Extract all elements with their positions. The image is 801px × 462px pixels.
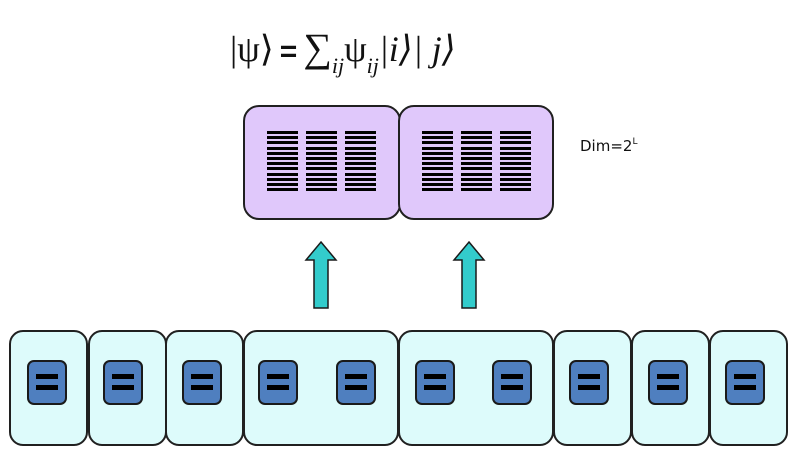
block-left [243, 105, 401, 220]
dimension-label: Dim=2L [580, 137, 638, 155]
wavefunction-equation: |ψ⟩=∑ijψij|i⟩| j⟩ [230, 22, 456, 92]
arrow-up-icon [452, 240, 486, 309]
sum-subscript: ij [331, 53, 345, 78]
sum-symbol: ∑ [303, 25, 332, 70]
ket-psi: |ψ⟩ [230, 29, 274, 69]
spin-state-icon [103, 360, 143, 405]
spin-state-icon [182, 360, 222, 405]
state-bars [345, 131, 376, 193]
state-bars [422, 131, 453, 193]
state-bars [267, 131, 298, 193]
spin-state-icon [569, 360, 609, 405]
state-bars [461, 131, 492, 193]
ket-j: | j⟩ [412, 29, 456, 69]
spin-state-icon [27, 360, 67, 405]
psi-subscript: ij [366, 53, 379, 78]
spin-state-icon [648, 360, 688, 405]
block-right [398, 105, 554, 220]
spin-state-icon [258, 360, 298, 405]
state-bars [500, 131, 531, 193]
spin-state-icon [725, 360, 765, 405]
spin-state-icon [336, 360, 376, 405]
site-box [709, 330, 788, 446]
spin-state-icon [415, 360, 455, 405]
ket-i: |i⟩ [378, 29, 413, 69]
spin-state-icon [492, 360, 532, 405]
state-bars [306, 131, 337, 193]
psi-coefficient: ψ [344, 29, 367, 69]
site-box [9, 330, 88, 446]
arrow-up-icon [304, 240, 338, 309]
equals-sign: = [279, 35, 298, 68]
